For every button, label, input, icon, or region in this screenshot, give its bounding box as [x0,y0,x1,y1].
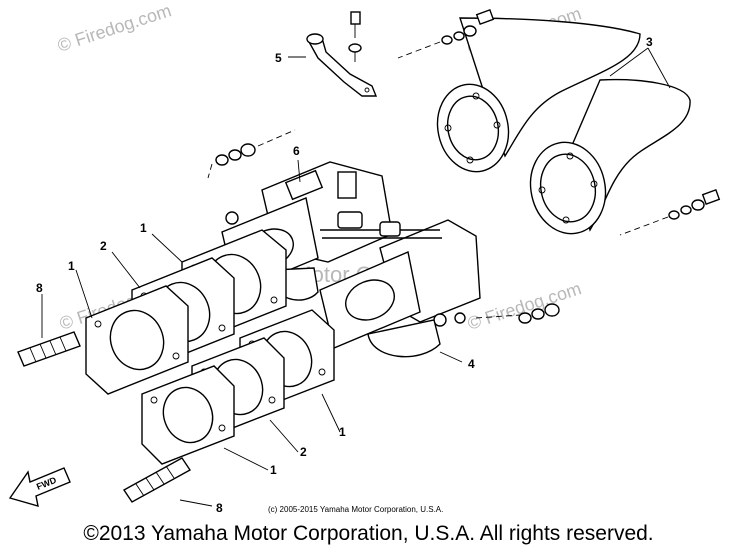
callout-1-right: 1 [339,425,346,439]
part-8-stud-lower [122,457,192,503]
watermark-mid-right: © Firedog.com [465,278,584,334]
leader-4 [439,351,463,363]
leader-3b [647,47,671,89]
fwd-arrow-icon: FWD [8,467,71,507]
leader-1-bottom [223,447,269,471]
leader-8-bottom [179,499,213,507]
watermark-top-left: © Firedog.com [55,0,174,56]
small-copyright: (c) 2005-2015 Yamaha Motor Corporation, … [268,505,443,514]
callout-6: 6 [293,144,300,158]
callout-3: 3 [646,35,653,49]
footer-copyright: ©2013 Yamaha Motor Corporation, U.S.A. A… [83,522,654,545]
callout-2-top: 2 [100,239,107,253]
callout-1-bottom: 1 [270,463,277,477]
lower-gasket-row [141,309,335,465]
leader-3a [609,47,649,77]
callout-5: 5 [275,51,282,65]
leader-1-left [75,269,93,319]
part-6-carburetor-assembly [221,161,481,358]
washers-right [518,303,560,324]
callout-8-top: 8 [36,281,43,295]
callout-8-bottom: 8 [216,501,223,515]
callout-2-right: 2 [300,445,307,459]
leader-6 [297,159,301,183]
upper-gasket-row [85,229,287,395]
washers-left [207,129,296,179]
leader-1-right [321,393,341,433]
leader-2-right [269,419,299,453]
funnel-screws-right [619,189,721,236]
callout-4: 4 [468,357,475,371]
leader-1-top [151,233,183,263]
part-5-bracket [306,11,378,97]
funnel-screws-top [397,9,495,59]
callout-1-left: 1 [68,259,75,273]
callout-1-top: 1 [140,221,147,235]
leader-2-top [111,251,141,289]
carb-mount-line [475,314,521,319]
part-8-stud-upper [17,331,81,367]
part-3-funnels [436,17,691,235]
